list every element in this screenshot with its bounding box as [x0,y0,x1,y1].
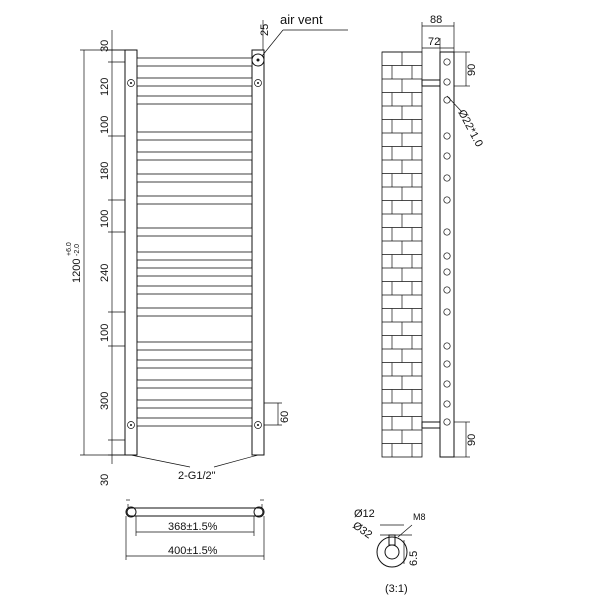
bar-section [443,252,451,260]
towel-bar [136,417,253,427]
inner-width-dim: 368±1.5% [168,521,218,533]
height-dim: 1200 [71,259,83,283]
spacing-dim: 100 [99,324,111,342]
towel-bar [136,227,253,237]
side-view: 88 72 90 90 Ø22*1.0 [381,14,485,458]
bottom-bracket-dim: 90 [466,434,478,446]
bar-section [443,174,451,182]
outer-width-dim: 400±1.5% [168,545,218,557]
top-bracket [421,79,441,87]
towel-bar [136,131,253,141]
right-rail [251,49,265,456]
bottom-bracket [421,421,441,429]
radiator-side [439,51,455,458]
towel-bar [136,151,253,161]
bar-section [443,418,451,426]
top-bracket-dimension: 90 [454,51,478,87]
towel-bar [136,285,253,295]
spacing-dim: 120 [99,78,111,96]
depth-total: 88 [430,14,442,26]
offset-dim: 6.5 [408,551,420,566]
spacing-dim: 100 [99,116,111,134]
bar-section [443,380,451,388]
towel-bar [136,379,253,389]
spacing-dim: 300 [99,392,111,410]
height-tol-lower: -2.0 [74,244,81,256]
connection-points [127,79,262,429]
connection-detail: Ø12 Ø32 M8 6.5 (3:1) [350,508,425,595]
bar-section [443,228,451,236]
towel-bar [136,307,253,317]
front-view: air vent 25 2-G1/2" 60 30 120 100 180 100 240… [66,12,348,486]
brick-wall [381,51,423,458]
scale-label: (3:1) [385,583,408,595]
spacing-dim: 30 [99,474,111,486]
spacing-dimension-chain: 30 120 100 180 100 240 100 300 30 [99,30,125,486]
towel-bar [136,341,253,351]
bar-section [443,286,451,294]
bar-section [443,152,451,160]
bottom-bar [126,507,264,517]
bottom-connections: 2-G1/2" [130,454,259,482]
towel-bar [136,77,253,87]
pipe-dimension: Ø22*1.0 [446,95,485,149]
pipe-dim: Ø22*1.0 [455,108,485,149]
height-dimension: 1200 +6.0 -2.0 [66,49,125,456]
towel-bar [136,195,253,205]
towel-bar [136,359,253,369]
spacing-dim: 100 [99,210,111,228]
air-vent-label: air vent [280,12,323,27]
towel-bar [136,173,253,183]
bar-section [443,268,451,276]
bar-section [443,342,451,350]
bar-section [443,196,451,204]
vent-dim: 25 [259,24,271,36]
towel-bar [136,57,253,67]
towel-bars [136,57,253,427]
bar-section [443,400,451,408]
bar-section [443,78,451,86]
dia-small: Ø12 [354,508,375,520]
bar-section [443,132,451,140]
outer-tube [376,536,408,568]
thread-size: M8 [413,512,426,522]
depth-dimensions: 88 72 [421,14,455,52]
bar-section [443,360,451,368]
height-tol-upper: +6.0 [66,242,73,256]
air-vent: air vent 25 [251,12,348,67]
bracket-dim: 60 [279,411,291,423]
towel-bar [136,267,253,277]
bar-section [443,308,451,316]
spacing-dim: 30 [99,40,111,52]
bar-section [443,58,451,66]
bottom-bracket-dimension: 90 [454,421,478,458]
inner-tube [384,544,400,560]
towel-bar [136,251,253,261]
bar-section [443,96,451,104]
towel-bar [136,399,253,409]
spacing-dim: 240 [99,264,111,282]
dia-large: Ø32 [350,520,374,542]
connection-label: 2-G1/2" [178,470,216,482]
left-rail [124,49,138,456]
bottom-view: 368±1.5% 400±1.5% [125,499,265,560]
bracket-dimension: 60 [264,402,291,426]
top-bracket-dim: 90 [466,64,478,76]
spacing-dim: 180 [99,162,111,180]
towel-bar [136,95,253,105]
bar-sections [443,58,451,426]
depth-inner: 72 [428,36,440,48]
